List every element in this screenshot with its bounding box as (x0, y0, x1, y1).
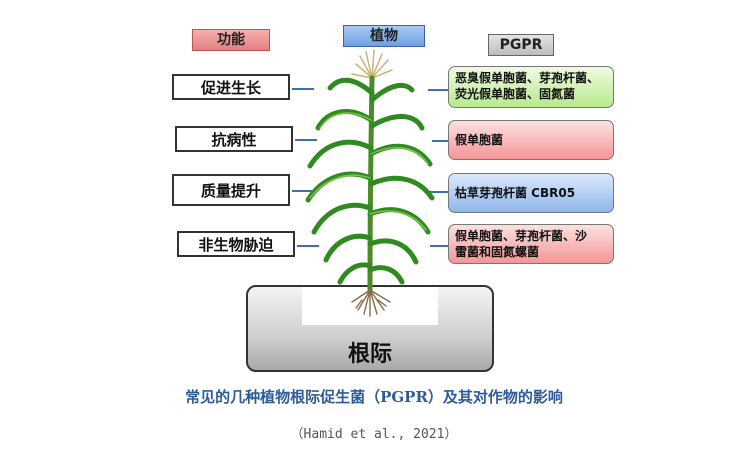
function-quality: 质量提升 (172, 174, 290, 206)
figure-citation: （Hamid et al., 2021） (290, 427, 458, 442)
pgpr-line: 恶臭假单胞菌、芽孢杆菌、 (455, 71, 600, 85)
figure-caption: 常见的几种植物根际促生菌（PGPR）及其对作物的影响 (185, 388, 563, 406)
leaves (305, 77, 435, 285)
connector (432, 140, 448, 142)
connector (295, 139, 317, 141)
function-abiotic-stress: 非生物胁迫 (177, 231, 295, 257)
pgpr-box-disease: 假单胞菌 (448, 120, 614, 160)
pgpr-line: 假单胞菌、芽孢杆菌、沙 (455, 229, 588, 243)
connector (292, 88, 314, 90)
roots-icon (351, 289, 391, 317)
leaf-highlights (309, 112, 429, 231)
connector (428, 89, 448, 91)
function-disease-resistance: 抗病性 (175, 126, 293, 152)
connector (297, 245, 319, 247)
tassel (351, 49, 393, 79)
corn-plant-icon (305, 49, 435, 317)
pgpr-box-stress: 假单胞菌、芽孢杆菌、沙 雷菌和固氮螺菌 (448, 224, 614, 264)
rhizosphere-label: 根际 (347, 342, 392, 367)
header-plant: 植物 (343, 25, 425, 47)
pgpr-line: 雷菌和固氮螺菌 (455, 245, 540, 259)
pgpr-box-quality: 枯草芽孢杆菌 CBR05 (448, 173, 614, 213)
pgpr-line: 荧光假单胞菌、固氮菌 (455, 87, 576, 101)
pgpr-box-growth: 恶臭假单胞菌、芽孢杆菌、 荧光假单胞菌、固氮菌 (448, 66, 614, 108)
connector (292, 190, 314, 192)
connector (430, 191, 448, 193)
connector (430, 245, 448, 247)
pgpr-line: 假单胞菌 (455, 133, 504, 147)
pgpr-line: 枯草芽孢杆菌 CBR05 (455, 186, 576, 200)
function-growth: 促进生长 (172, 74, 290, 100)
header-function: 功能 (192, 29, 270, 51)
header-pgpr: PGPR (488, 34, 554, 56)
